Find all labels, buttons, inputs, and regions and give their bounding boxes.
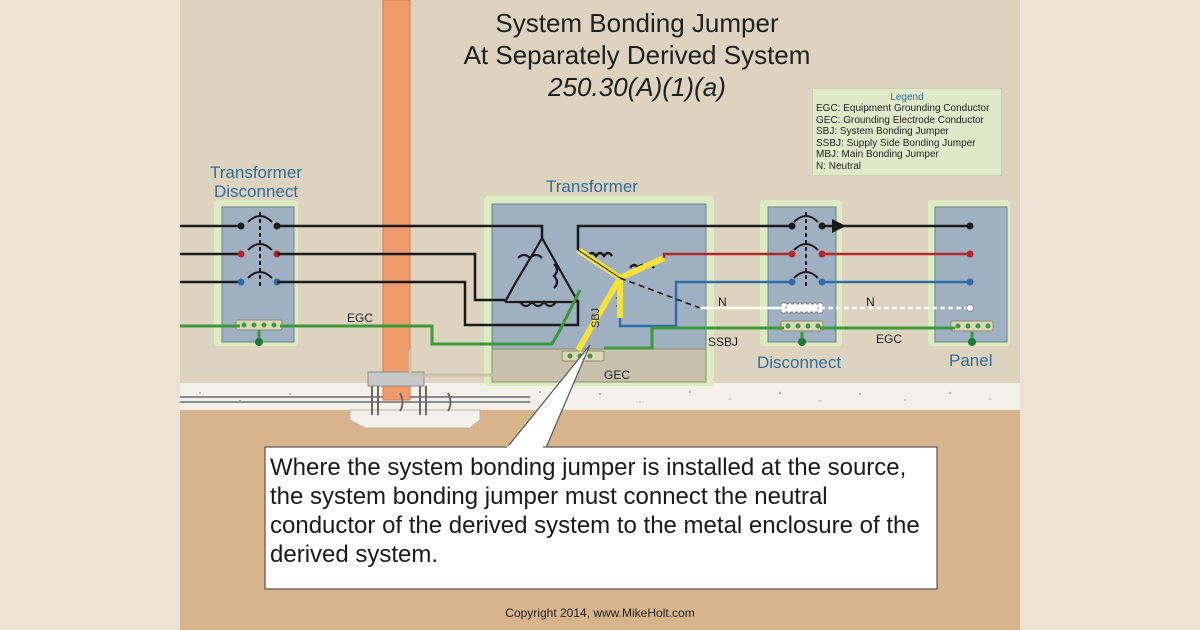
transformer-disconnect-label-line-1: Transformer	[210, 163, 302, 182]
legend-item: GEC: Grounding Electrode Conductor	[816, 114, 984, 126]
ground-bar-screws	[241, 322, 991, 359]
left-side-panel	[0, 0, 180, 630]
ground-connection-dot	[798, 338, 806, 346]
legend-item: N: Neutral	[816, 160, 862, 172]
legend-title: Legend	[890, 92, 924, 103]
utility-pole	[382, 0, 411, 401]
disconnect-enclosure	[767, 206, 837, 343]
panel-enclosure	[934, 206, 1008, 343]
title-code-reference: 250.30(A)(1)(a)	[548, 72, 726, 102]
ground-connection-dot	[255, 338, 263, 346]
primary-conductors	[277, 224, 580, 327]
callout-text: Where the system bonding jumper is insta…	[270, 454, 920, 568]
direction-arrow-icon	[832, 219, 846, 233]
panel-ground-bar	[950, 320, 994, 332]
title-line-1: System Bonding Jumper	[495, 8, 779, 38]
neutral-bar-screws	[785, 303, 819, 313]
floor-rails	[180, 396, 530, 403]
neutral-label-right: N	[866, 295, 875, 309]
right-side-panel	[1020, 0, 1200, 630]
secondary-conductors	[576, 224, 970, 328]
transformer-disconnect-label-line-2: Disconnect	[214, 182, 299, 201]
gec-conductor	[408, 350, 585, 377]
ground-rods	[371, 386, 452, 415]
legend-item: SBJ: System Bonding Jumper	[816, 126, 949, 138]
delta-primary-winding	[504, 237, 579, 308]
callout-box	[264, 446, 938, 590]
neutral-label-left: N	[718, 295, 727, 309]
sbj-label: SBJ	[590, 307, 602, 328]
supply-phase-conductors	[180, 224, 240, 284]
legend-item: MBJ: Main Bonding Jumper	[816, 149, 939, 161]
ground-connection-dot	[968, 338, 976, 346]
disconnect-switches	[793, 212, 819, 288]
copyright-notice: Copyright 2014, www.MikeHolt.com	[505, 606, 695, 620]
feeder-conductors	[822, 224, 970, 284]
transformer-disconnect-switches	[247, 212, 273, 288]
legend-item: EGC: Equipment Grounding Conductor	[816, 103, 990, 114]
transformer-label: Transformer	[546, 177, 638, 196]
disconnect-label: Disconnect	[757, 353, 842, 372]
gec-label: GEC	[604, 368, 631, 382]
title-line-2: At Separately Derived System	[463, 40, 811, 70]
wye-secondary-winding	[575, 247, 666, 352]
egc-label-left: EGC	[347, 311, 374, 325]
disconnect-ground-bar	[780, 320, 824, 332]
legend-box: Legend EGC: Equipment Grounding Conducto…	[812, 88, 1002, 176]
panel-terminals	[966, 222, 974, 312]
legend-item: SSBJ: Supply Side Bonding Jumper	[816, 137, 976, 149]
ground-pit	[349, 409, 481, 429]
egc-label-right: EGC	[876, 332, 903, 346]
panel-label: Panel	[949, 351, 993, 370]
equipment-grounding-conductors	[180, 289, 974, 350]
ssbj-label: SSBJ	[708, 335, 739, 349]
